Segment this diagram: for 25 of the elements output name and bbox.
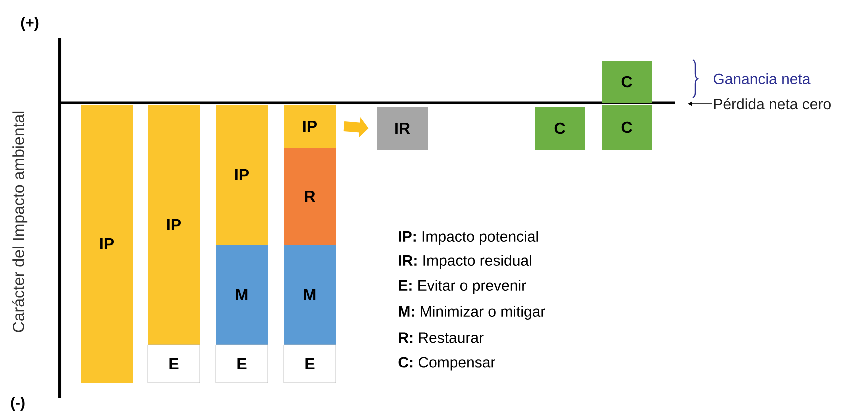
bar-segment: IP — [284, 105, 336, 148]
bar-segment: R — [284, 148, 336, 245]
legend-text: M: Minimizar o mitigar — [399, 306, 546, 320]
bracket-label: Ganancia neta — [714, 73, 811, 84]
legend-text: R: Restaurar — [399, 332, 484, 344]
bar-segment: IP — [81, 105, 133, 383]
legend-text: E: Evitar o prevenir — [399, 280, 526, 294]
legend-text: IP: Impacto potencial — [399, 231, 538, 245]
zero-line-label: Pérdida neta cero — [714, 98, 831, 110]
bar-segment: IP — [148, 105, 200, 345]
axis-label: (-) — [11, 397, 25, 411]
bar-segment: E — [148, 344, 200, 384]
compensation-box: C — [602, 61, 652, 103]
axis-label: (+) — [21, 17, 39, 31]
legend-text: IR: Impacto residual — [399, 255, 532, 269]
legend-text: C: Compensar — [398, 357, 496, 371]
bar-segment: E — [284, 344, 336, 384]
bar-segment: M — [284, 244, 336, 345]
bar-segment: E — [216, 344, 268, 384]
bar-segment: M — [216, 244, 268, 345]
residual-box: IR — [377, 107, 428, 150]
compensation-box: C — [535, 107, 585, 150]
compensation-box: C — [602, 105, 652, 150]
bar-segment: IP — [216, 105, 268, 245]
axis-title: Carácter del Impacto ambiental — [12, 112, 28, 332]
